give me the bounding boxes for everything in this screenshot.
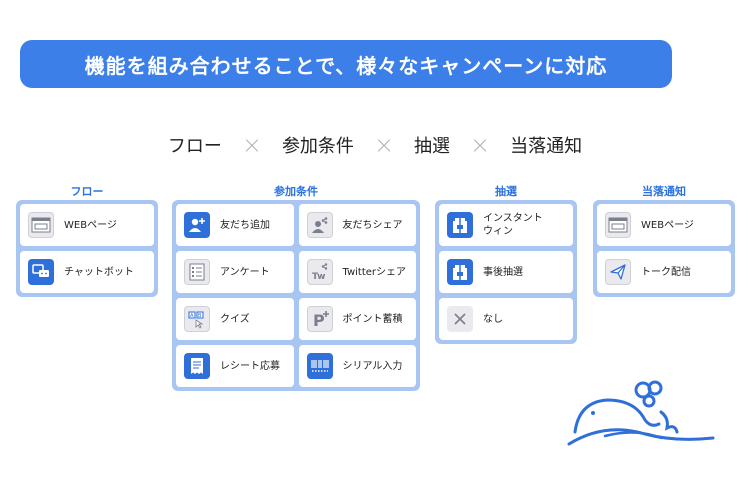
option-label: Twitterシェア — [342, 266, 407, 278]
option-label: アンケート — [220, 266, 270, 278]
option-label: なし — [483, 313, 503, 325]
option-serial-code[interactable]: シリアル入力 — [298, 345, 416, 387]
option-label: インスタントウィン — [483, 212, 543, 238]
option-label: 友だち追加 — [220, 219, 270, 231]
points-icon: P — [306, 306, 333, 332]
panel-flow: WEBページ チャットボット — [16, 200, 158, 297]
friend-share-icon — [306, 212, 333, 238]
whale-mascot-icon — [567, 380, 715, 446]
panel-notification: WEBページ トーク配信 — [593, 200, 735, 297]
option-label: WEBページ — [641, 219, 694, 231]
option-label: 事後抽選 — [483, 266, 523, 278]
svg-text:A: A — [190, 313, 194, 319]
receipt-icon — [184, 353, 210, 379]
formula-term-notification: 当落通知 — [510, 136, 583, 157]
talk-delivery-icon — [605, 259, 631, 285]
option-survey[interactable]: アンケート — [176, 251, 294, 293]
option-twitter-share[interactable]: Tw Twitterシェア — [298, 251, 416, 293]
option-web-page[interactable]: WEBページ — [20, 204, 154, 246]
option-label: トーク配信 — [641, 266, 691, 278]
svg-text:P: P — [313, 311, 325, 329]
group-flow: フロー WEBページ チャットボット — [16, 184, 158, 297]
option-receipt[interactable]: レシート応募 — [176, 345, 294, 387]
group-title-flow: フロー — [70, 185, 104, 198]
web-page-icon — [28, 212, 54, 238]
option-label: チャットボット — [64, 266, 134, 278]
add-friend-icon — [184, 212, 210, 238]
headline-banner: 機能を組み合わせることで、様々なキャンペーンに対応 — [20, 40, 672, 88]
option-talk-delivery[interactable]: トーク配信 — [597, 251, 731, 293]
option-label: クイズ — [220, 313, 250, 325]
multiply-operator: × — [373, 131, 395, 159]
group-lottery: 抽選 インスタントウィン 事後抽選 なし — [435, 184, 577, 344]
instant-win-icon — [447, 212, 473, 238]
group-conditions: 参加条件 友だち追加 友だちシェア アンケート Tw Twitterシェア — [172, 184, 420, 391]
formula-term-lottery: 抽選 — [414, 136, 451, 157]
option-add-friend[interactable]: 友だち追加 — [176, 204, 294, 246]
chatbot-icon — [28, 259, 54, 285]
option-label: 友だちシェア — [342, 219, 403, 231]
headline-text: 機能を組み合わせることで、様々なキャンペーンに対応 — [84, 53, 608, 78]
svg-text:B: B — [198, 313, 202, 319]
option-label: WEBページ — [64, 219, 117, 231]
panel-lottery: インスタントウィン 事後抽選 なし — [435, 200, 577, 344]
svg-text:Tw: Tw — [312, 272, 325, 282]
option-label: レシート応募 — [220, 360, 280, 372]
option-label-line2: ウィン — [483, 226, 513, 237]
group-notification: 当落通知 WEBページ トーク配信 — [593, 184, 735, 297]
survey-icon — [184, 259, 210, 285]
group-title-lottery: 抽選 — [495, 185, 517, 198]
post-lottery-icon — [447, 259, 473, 285]
web-page-icon — [605, 212, 631, 238]
option-label: シリアル入力 — [342, 360, 403, 372]
option-web-page[interactable]: WEBページ — [597, 204, 731, 246]
option-instant-win[interactable]: インスタントウィン — [439, 204, 573, 246]
option-chatbot[interactable]: チャットボット — [20, 251, 154, 293]
group-title-conditions: 参加条件 — [274, 185, 318, 198]
option-label: ポイント蓄積 — [342, 313, 403, 325]
option-label-line1: インスタント — [483, 213, 543, 224]
option-points[interactable]: P ポイント蓄積 — [298, 298, 416, 340]
multiply-operator: × — [470, 131, 491, 159]
serial-code-icon — [306, 353, 333, 379]
twitter-share-icon: Tw — [306, 259, 333, 285]
option-none[interactable]: なし — [439, 298, 573, 340]
formula-term-flow: フロー — [167, 136, 222, 157]
none-icon — [447, 306, 473, 332]
option-post-lottery[interactable]: 事後抽選 — [439, 251, 573, 293]
option-friend-share[interactable]: 友だちシェア — [298, 204, 416, 246]
feature-formula: フロー × 参加条件 × 抽選 × 当落通知 — [0, 132, 750, 158]
formula-term-conditions: 参加条件 — [281, 136, 354, 157]
multiply-operator: × — [241, 131, 262, 159]
group-title-notification: 当落通知 — [642, 185, 686, 198]
